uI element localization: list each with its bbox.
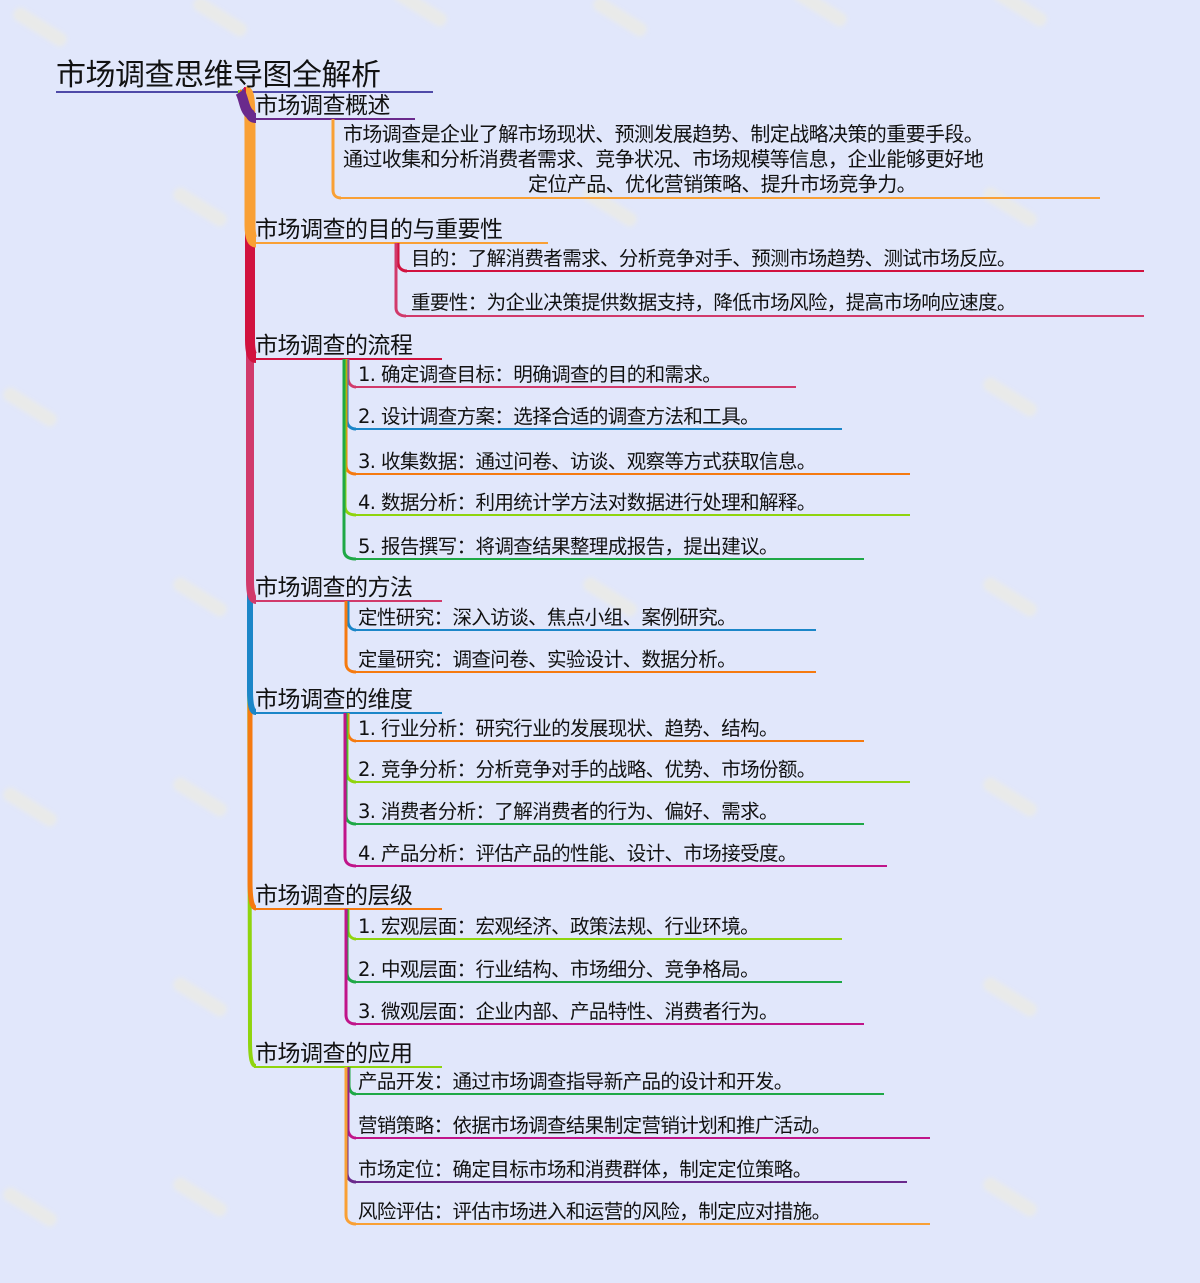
branch-levels[interactable]: 市场调查的层级 xyxy=(255,883,413,909)
watermark xyxy=(980,375,1040,419)
dimension-consumer[interactable]: 3. 消费者分析：了解消费者的行为、偏好、需求。 xyxy=(358,800,779,823)
purpose-item[interactable]: 目的：了解消费者需求、分析竞争对手、预测市场趋势、测试市场反应。 xyxy=(411,247,1016,270)
branch-dimensions[interactable]: 市场调查的维度 xyxy=(255,687,413,713)
overview-line-1: 市场调查是企业了解市场现状、预测发展趋势、制定战略决策的重要手段。 xyxy=(343,122,984,146)
importance-item[interactable]: 重要性：为企业决策提供数据支持，降低市场风险，提高市场响应速度。 xyxy=(411,291,1016,314)
level-meso[interactable]: 2. 中观层面：行业结构、市场细分、竞争格局。 xyxy=(358,958,760,981)
level-micro[interactable]: 3. 微观层面：企业内部、产品特性、消费者行为。 xyxy=(358,1000,779,1023)
application-risk[interactable]: 风险评估：评估市场进入和运营的风险，制定应对措施。 xyxy=(358,1200,831,1223)
branch-applications[interactable]: 市场调查的应用 xyxy=(255,1041,413,1067)
root-title[interactable]: 市场调查思维导图全解析 xyxy=(56,58,381,93)
branch-purpose-importance[interactable]: 市场调查的目的与重要性 xyxy=(255,217,503,243)
process-step-3[interactable]: 3. 收集数据：通过问卷、访谈、观察等方式获取信息。 xyxy=(358,450,816,473)
level-macro[interactable]: 1. 宏观层面：宏观经济、政策法规、行业环境。 xyxy=(358,915,760,938)
watermark xyxy=(10,5,70,49)
branch-methods[interactable]: 市场调查的方法 xyxy=(255,575,413,601)
method-qualitative[interactable]: 定性研究：深入访谈、焦点小组、案例研究。 xyxy=(358,606,737,629)
process-step-5[interactable]: 5. 报告撰写：将调查结果整理成报告，提出建议。 xyxy=(358,535,779,558)
process-step-4[interactable]: 4. 数据分析：利用统计学方法对数据进行处理和解释。 xyxy=(358,491,816,514)
watermark xyxy=(980,775,1040,819)
overview-line-3: 定位产品、优化营销策略、提升市场竞争力。 xyxy=(528,172,917,196)
overview-line-2: 通过收集和分析消费者需求、竞争状况、市场规模等信息，企业能够更好地 xyxy=(343,147,984,171)
watermark xyxy=(980,975,1040,1019)
watermark xyxy=(190,0,250,39)
watermark xyxy=(980,1175,1040,1219)
watermark xyxy=(170,575,230,619)
watermark xyxy=(170,185,230,229)
watermark xyxy=(790,0,850,29)
watermark xyxy=(170,975,230,1019)
watermark xyxy=(170,1175,230,1219)
branch-process[interactable]: 市场调查的流程 xyxy=(255,333,413,359)
dimension-industry[interactable]: 1. 行业分析：研究行业的发展现状、趋势、结构。 xyxy=(358,717,779,740)
trunk-strand-purple xyxy=(235,89,257,123)
watermark xyxy=(0,385,60,429)
watermark xyxy=(0,1185,60,1229)
application-product-dev[interactable]: 产品开发：通过市场调查指导新产品的设计和开发。 xyxy=(358,1070,793,1093)
application-marketing[interactable]: 营销策略：依据市场调查结果制定营销计划和推广活动。 xyxy=(358,1114,831,1137)
watermark xyxy=(170,775,230,819)
dimension-competition[interactable]: 2. 竞争分析：分析竞争对手的战略、优势、市场份额。 xyxy=(358,758,816,781)
application-positioning[interactable]: 市场定位：确定目标市场和消费群体，制定定位策略。 xyxy=(358,1158,812,1181)
watermark xyxy=(980,575,1040,619)
trunk-strand-blue xyxy=(241,89,257,715)
watermark xyxy=(590,0,650,39)
watermark xyxy=(990,0,1050,29)
watermark xyxy=(0,785,60,829)
trunk-strand-lime xyxy=(237,90,257,1068)
dimension-product[interactable]: 4. 产品分析：评估产品的性能、设计、市场接受度。 xyxy=(358,842,797,865)
process-step-1[interactable]: 1. 确定调查目标：明确调查的目的和需求。 xyxy=(358,363,722,386)
watermark xyxy=(390,0,450,29)
trunk-strand-orange xyxy=(239,89,257,911)
overview-paragraph[interactable]: 市场调查是企业了解市场现状、预测发展趋势、制定战略决策的重要手段。 通过收集和分… xyxy=(343,122,1101,197)
method-quantitative[interactable]: 定量研究：调查问卷、实验设计、数据分析。 xyxy=(358,648,737,671)
branch-overview[interactable]: 市场调查概述 xyxy=(255,93,391,119)
process-step-2[interactable]: 2. 设计调查方案：选择合适的调查方法和工具。 xyxy=(358,405,760,428)
